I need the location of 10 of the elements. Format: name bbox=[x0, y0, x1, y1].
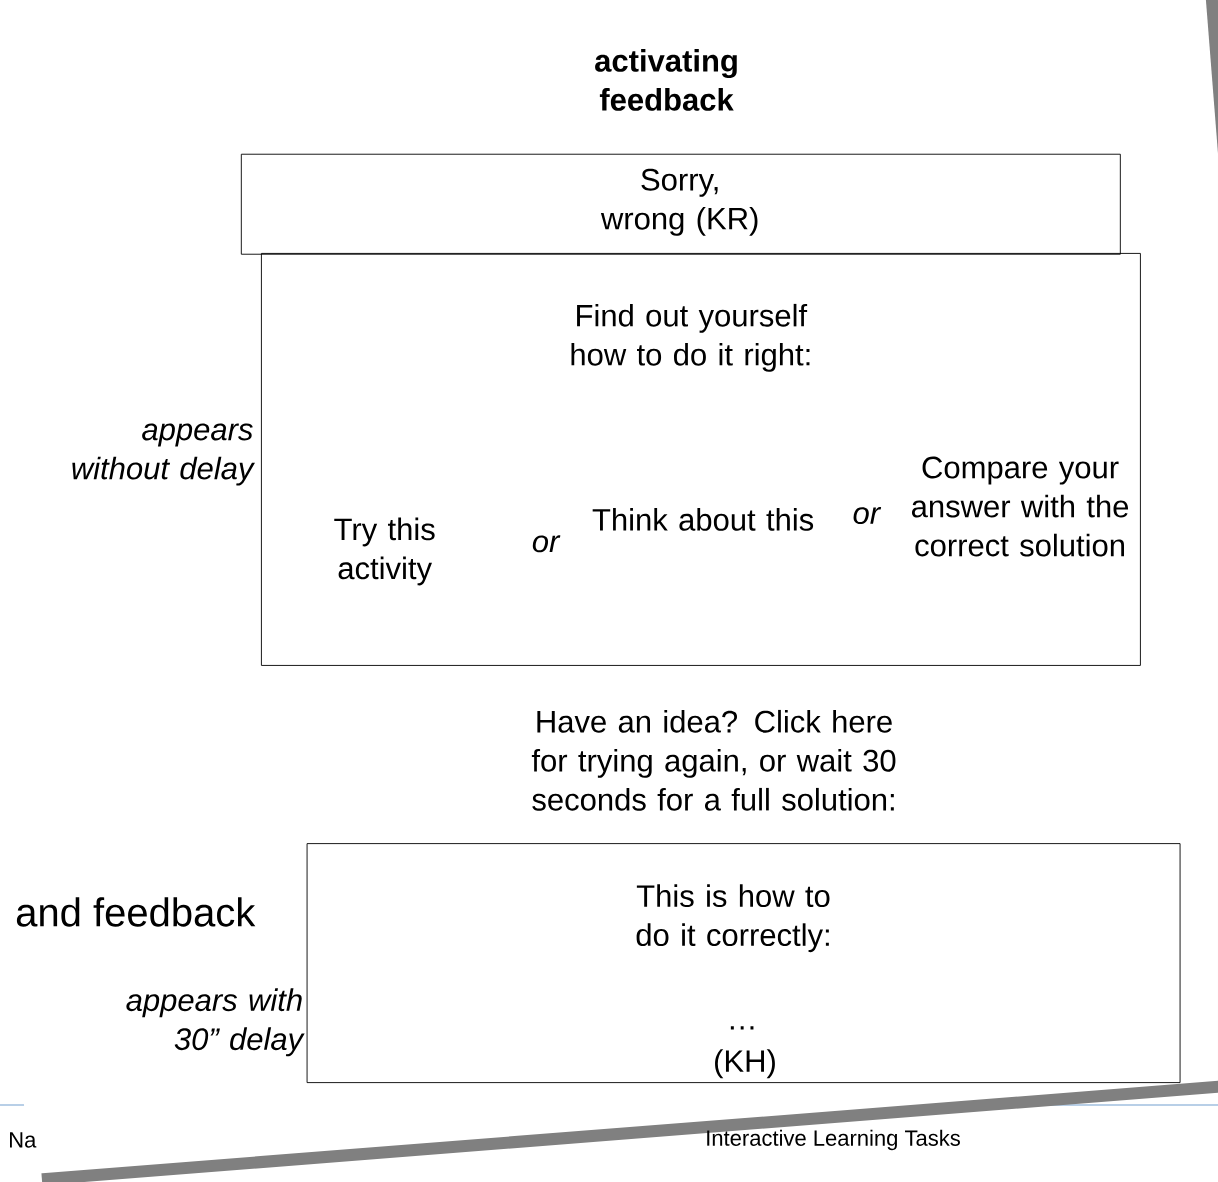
delay-note: appears without delay bbox=[72, 423, 255, 486]
header-cell: Sorry, wrong (KR) bbox=[240, 153, 1121, 255]
footer-text: Na bbox=[10, 1132, 37, 1148]
footer-text: Interactive Learning Tasks bbox=[707, 1129, 960, 1151]
slide-heading: and feedback bbox=[16, 897, 256, 927]
feedback-box: Find out yourself how to do it right: Try this activity or Think about this or Compare your answer with the correct solution bbox=[260, 252, 1141, 666]
solution-box: This is how to do it correctly: … (KH) bbox=[306, 843, 1181, 1084]
delay-note: appears with 30” delay bbox=[126, 988, 305, 1057]
heading: activating feedback bbox=[595, 49, 737, 111]
prompt-text: Have an idea? Click here for trying again, or wait 30 seconds for a full solution: bbox=[531, 709, 896, 811]
